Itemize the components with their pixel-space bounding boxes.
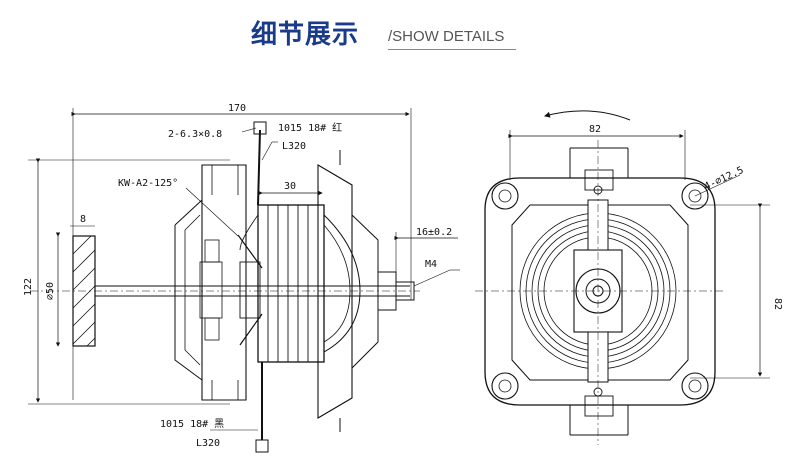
subtitle-underline <box>388 49 516 50</box>
fuse-spec: KW-A2-125° <box>118 178 178 189</box>
dim-fan-width: 8 <box>80 214 86 225</box>
dim-terminal: 2-6.3×0.8 <box>168 129 222 140</box>
front-view <box>475 110 770 445</box>
section-header: 细节展示 /SHOW DETAILS <box>0 8 790 52</box>
section-subtitle: /SHOW DETAILS <box>388 28 505 45</box>
side-view <box>28 108 460 453</box>
dim-shaft-ext: 16±0.2 <box>416 227 452 238</box>
dim-height: 122 <box>23 278 34 296</box>
lead-bottom-spec: 1015 18# 黑 <box>160 418 224 430</box>
section-title: 细节展示 <box>251 20 360 50</box>
dim-holes: 4-⌀12.5 <box>703 165 746 193</box>
lead-top-length: L320 <box>282 141 306 152</box>
dim-front-height: 82 <box>772 298 783 310</box>
dim-overall-length: 170 <box>228 103 246 114</box>
dim-stack: 30 <box>284 181 296 192</box>
lead-bottom-length: L320 <box>196 438 220 449</box>
dim-front-width: 82 <box>589 124 601 135</box>
dim-fan-diameter: ⌀50 <box>45 282 56 300</box>
dim-thread: M4 <box>425 259 437 270</box>
lead-top-spec: 1015 18# 红 <box>278 121 342 134</box>
